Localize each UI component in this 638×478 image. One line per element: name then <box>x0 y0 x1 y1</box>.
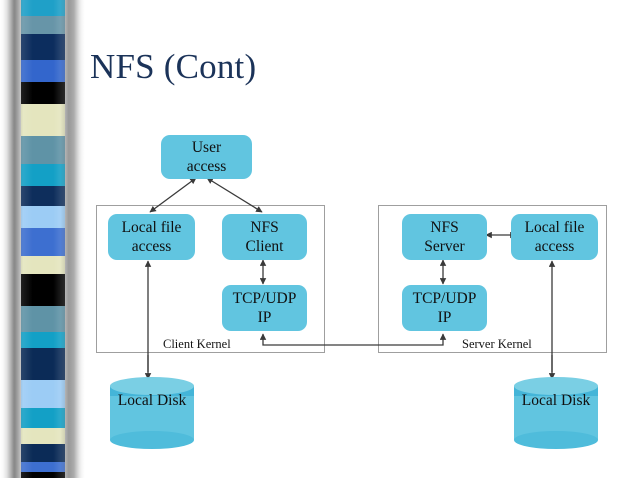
client-disk-label: Local Disk <box>110 391 194 411</box>
node-server-local-file-access[interactable]: Local file access <box>511 214 598 260</box>
page-title: NFS (Cont) <box>90 47 257 86</box>
client-disk-cylinder-top <box>110 377 194 395</box>
node-server-tcp-udp-ip[interactable]: TCP/UDP IP <box>402 285 487 331</box>
node-server-local-file-line1: Local file <box>524 219 585 236</box>
node-client-local-disk[interactable]: Local Disk <box>110 377 194 449</box>
client-kernel-label: Client Kernel <box>163 337 231 351</box>
client-disk-cylinder-bottom <box>110 431 194 449</box>
node-nfs-client-line2: Client <box>245 238 284 255</box>
node-server-tcp-udp-line2: IP <box>437 309 452 326</box>
node-server-tcp-udp-line1: TCP/UDP <box>412 290 477 307</box>
node-nfs-client[interactable]: NFS Client <box>222 214 307 260</box>
node-client-tcp-udp-line2: IP <box>257 309 272 326</box>
server-kernel-label: Server Kernel <box>462 337 532 351</box>
node-nfs-server[interactable]: NFS Server <box>402 214 487 260</box>
server-disk-cylinder-bottom <box>514 431 598 449</box>
node-nfs-server-line2: Server <box>424 238 465 255</box>
server-kernel-container <box>378 205 607 353</box>
node-client-local-file-line1: Local file <box>121 219 182 236</box>
server-disk-label: Local Disk <box>514 391 598 411</box>
client-disk-line1: Local <box>117 392 154 409</box>
node-client-tcp-udp-ip[interactable]: TCP/UDP IP <box>222 285 307 331</box>
node-client-local-file-access[interactable]: Local file access <box>108 214 195 260</box>
node-client-local-file-line2: access <box>131 238 172 255</box>
node-user-access-line2: access <box>186 158 227 175</box>
node-server-local-disk[interactable]: Local Disk <box>514 377 598 449</box>
node-user-access-line1: User <box>191 139 222 156</box>
server-disk-line1: Local <box>521 392 558 409</box>
node-client-tcp-udp-line1: TCP/UDP <box>232 290 297 307</box>
node-server-local-file-line2: access <box>534 238 575 255</box>
node-nfs-server-line1: NFS <box>430 219 459 236</box>
node-user-access[interactable]: User access <box>161 135 252 179</box>
node-nfs-client-line1: NFS <box>250 219 279 236</box>
server-disk-line2: Disk <box>560 392 591 409</box>
client-disk-line2: Disk <box>156 392 187 409</box>
server-disk-cylinder-top <box>514 377 598 395</box>
